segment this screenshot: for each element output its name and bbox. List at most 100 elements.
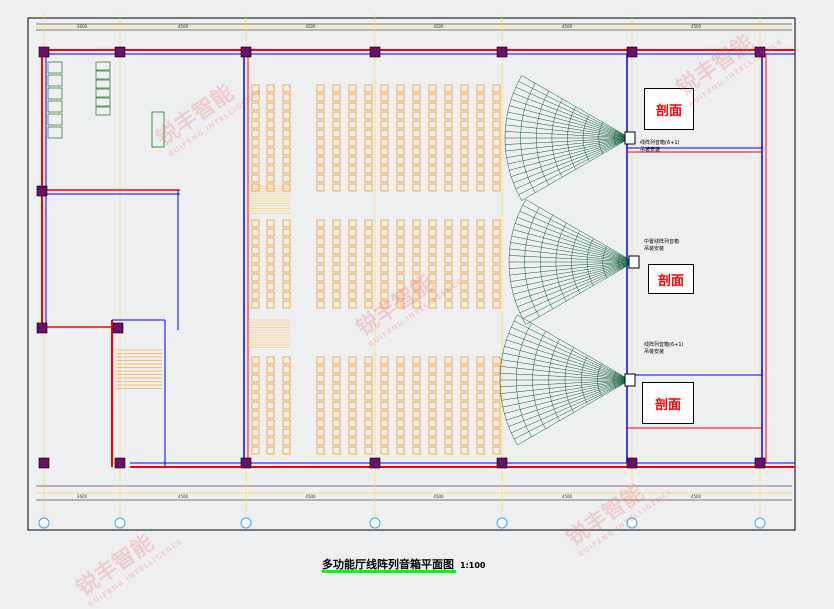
seat xyxy=(266,365,275,374)
seat xyxy=(380,237,389,246)
seat xyxy=(444,174,453,183)
seat xyxy=(444,383,453,392)
seat xyxy=(476,102,485,111)
seat xyxy=(476,273,485,282)
seat xyxy=(428,374,437,383)
seat xyxy=(332,264,341,273)
seat xyxy=(251,437,260,446)
seat xyxy=(332,120,341,129)
seat xyxy=(460,273,469,282)
seat xyxy=(266,437,275,446)
seat xyxy=(396,255,405,264)
seat xyxy=(266,446,275,455)
seat xyxy=(444,165,453,174)
seat xyxy=(316,291,325,300)
seat xyxy=(316,165,325,174)
seat xyxy=(316,255,325,264)
speaker-coverage-arc xyxy=(602,246,608,278)
seat xyxy=(428,419,437,428)
seat xyxy=(282,410,291,419)
seat xyxy=(282,228,291,237)
seat xyxy=(444,228,453,237)
seat xyxy=(396,401,405,410)
seat xyxy=(396,237,405,246)
seat xyxy=(380,282,389,291)
seat xyxy=(396,410,405,419)
seat xyxy=(492,246,501,255)
seat xyxy=(396,374,405,383)
seat xyxy=(444,147,453,156)
toilet-stall xyxy=(47,74,63,87)
seat xyxy=(380,273,389,282)
column xyxy=(626,457,638,469)
seat xyxy=(492,401,501,410)
seat xyxy=(266,93,275,102)
seat xyxy=(380,383,389,392)
seat xyxy=(428,428,437,437)
toilet-stall xyxy=(47,126,63,139)
speaker-coverage-arc xyxy=(548,339,560,421)
seat xyxy=(444,291,453,300)
seat xyxy=(266,228,275,237)
seat xyxy=(316,111,325,120)
seat xyxy=(476,93,485,102)
column xyxy=(369,46,381,58)
seat xyxy=(444,437,453,446)
seat xyxy=(348,138,357,147)
seat xyxy=(266,102,275,111)
seat xyxy=(348,237,357,246)
seat xyxy=(396,246,405,255)
column xyxy=(754,457,766,469)
seat xyxy=(492,255,501,264)
seat xyxy=(444,84,453,93)
seat xyxy=(428,255,437,264)
seat xyxy=(251,392,260,401)
seat xyxy=(251,356,260,365)
seat xyxy=(348,383,357,392)
seat xyxy=(251,84,260,93)
seat xyxy=(282,84,291,93)
seat xyxy=(251,219,260,228)
seat xyxy=(332,183,341,192)
seat xyxy=(492,291,501,300)
seat xyxy=(492,273,501,282)
seat xyxy=(316,300,325,309)
seat xyxy=(396,111,405,120)
seat xyxy=(364,291,373,300)
seat xyxy=(380,120,389,129)
seat xyxy=(364,219,373,228)
seat xyxy=(348,255,357,264)
column xyxy=(626,46,638,58)
seat xyxy=(492,446,501,455)
speaker-coverage-arc xyxy=(540,215,554,309)
seat xyxy=(492,111,501,120)
seat xyxy=(380,356,389,365)
seat xyxy=(492,356,501,365)
seat xyxy=(444,219,453,228)
seat xyxy=(412,383,421,392)
seat xyxy=(316,102,325,111)
section-box-top: 剖面 xyxy=(644,88,694,130)
seat xyxy=(332,428,341,437)
seat xyxy=(266,237,275,246)
seat xyxy=(282,282,291,291)
seat xyxy=(348,264,357,273)
seat xyxy=(396,437,405,446)
seat xyxy=(428,174,437,183)
seat xyxy=(476,437,485,446)
seat xyxy=(332,138,341,147)
seat xyxy=(316,138,325,147)
column xyxy=(114,457,126,469)
seat xyxy=(380,392,389,401)
seat xyxy=(460,219,469,228)
seat xyxy=(460,410,469,419)
seat xyxy=(412,93,421,102)
seat xyxy=(492,383,501,392)
seat xyxy=(492,437,501,446)
seat xyxy=(282,138,291,147)
seat xyxy=(282,246,291,255)
seat xyxy=(316,392,325,401)
seat xyxy=(251,255,260,264)
seat xyxy=(492,365,501,374)
